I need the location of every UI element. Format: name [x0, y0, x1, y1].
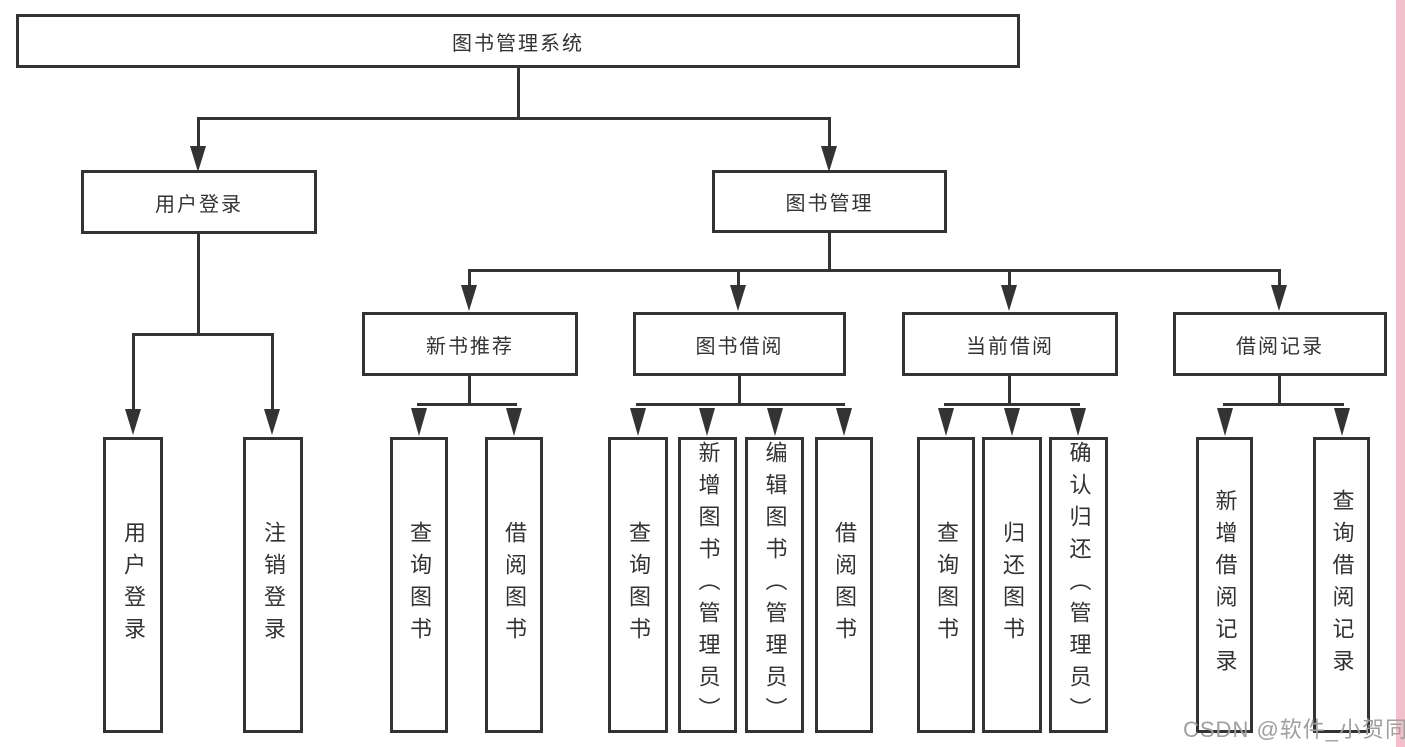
arrow-down-icon [699, 408, 715, 436]
node-current-borrow: 当前借阅 [902, 312, 1118, 376]
pink-edge-strip [1396, 0, 1405, 747]
connector-line [197, 117, 200, 149]
node-add-borrow-record: 新增借阅记录 [1196, 437, 1253, 733]
connector-line [1223, 403, 1344, 406]
arrow-down-icon [461, 285, 477, 311]
connector-line [828, 233, 831, 272]
connector-line [468, 376, 471, 406]
node-logout-leaf: 注销登录 [243, 437, 303, 733]
node-borrow-books-recommend: 借阅图书 [485, 437, 543, 733]
connector-line [132, 333, 135, 411]
arrow-down-icon [264, 409, 280, 435]
connector-line [468, 269, 1280, 272]
connector-line [271, 333, 274, 411]
arrow-down-icon [821, 146, 837, 172]
connector-line [197, 117, 831, 120]
connector-line [737, 269, 740, 285]
node-user-login-leaf: 用户登录 [103, 437, 163, 733]
arrow-down-icon [767, 408, 783, 436]
arrow-down-icon [190, 146, 206, 172]
connector-line [1008, 376, 1011, 406]
node-edit-book-admin: 编辑图书（管理员） [745, 437, 804, 733]
node-query-borrow-record: 查询借阅记录 [1313, 437, 1370, 733]
node-add-book-admin: 新增图书（管理员） [678, 437, 737, 733]
node-return-book: 归还图书 [982, 437, 1042, 733]
connector-line [417, 403, 517, 406]
arrow-down-icon [411, 408, 427, 436]
node-book-borrow: 图书借阅 [633, 312, 846, 376]
arrow-down-icon [1070, 408, 1086, 436]
node-new-book-recommend: 新书推荐 [362, 312, 578, 376]
arrow-down-icon [1271, 285, 1287, 311]
connector-line [636, 403, 845, 406]
connector-line [944, 403, 1080, 406]
arrow-down-icon [938, 408, 954, 436]
arrow-down-icon [125, 409, 141, 435]
arrow-down-icon [1001, 285, 1017, 311]
node-confirm-return-admin: 确认归还（管理员） [1049, 437, 1108, 733]
connector-line [517, 68, 520, 120]
connector-line [197, 234, 200, 336]
node-query-books-current: 查询图书 [917, 437, 975, 733]
node-root: 图书管理系统 [16, 14, 1020, 68]
node-book-mgmt: 图书管理 [712, 170, 947, 233]
node-query-books-recommend: 查询图书 [390, 437, 448, 733]
arrow-down-icon [1217, 408, 1233, 436]
arrow-down-icon [1334, 408, 1350, 436]
arrow-down-icon [730, 285, 746, 311]
connector-line [828, 117, 831, 149]
connector-line [132, 333, 274, 336]
arrow-down-icon [836, 408, 852, 436]
node-borrow-books-leaf: 借阅图书 [815, 437, 873, 733]
arrow-down-icon [506, 408, 522, 436]
connector-line [468, 269, 471, 285]
node-user-login-branch: 用户登录 [81, 170, 317, 234]
arrow-down-icon [630, 408, 646, 436]
connector-line [1008, 269, 1011, 285]
connector-line [1278, 376, 1281, 406]
connector-line [738, 376, 741, 406]
arrow-down-icon [1004, 408, 1020, 436]
node-query-books-borrow: 查询图书 [608, 437, 668, 733]
csdn-watermark: CSDN @软件_小贺同学 [1183, 717, 1405, 742]
connector-line [1278, 269, 1281, 285]
node-borrow-records: 借阅记录 [1173, 312, 1387, 376]
